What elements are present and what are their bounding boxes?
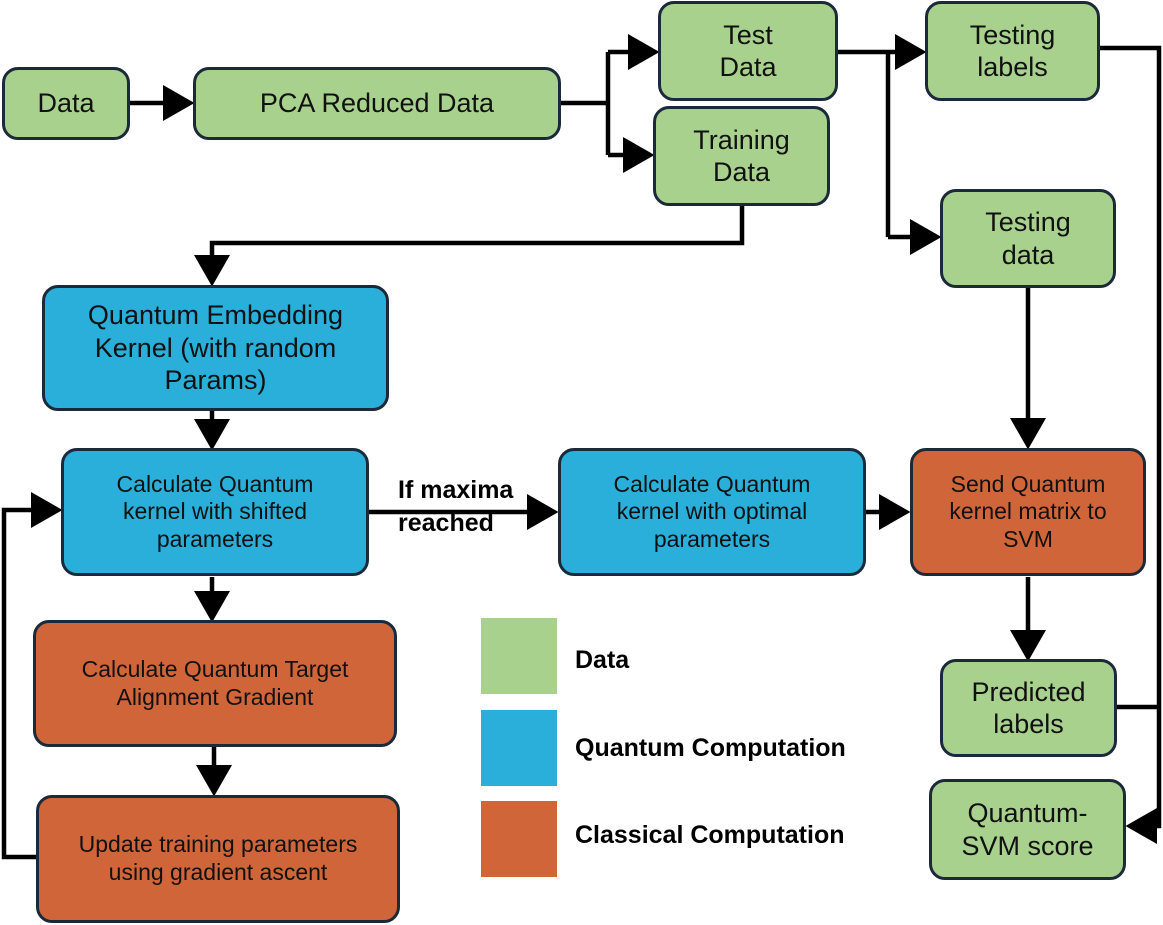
node-update-training-params: Update training parameters using gradien… <box>36 795 400 923</box>
node-quantum-embedding-kernel: Quantum Embedding Kernel (with random Pa… <box>42 285 389 411</box>
node-predicted-labels-label: Predicted labels <box>971 676 1086 739</box>
node-data: Data <box>2 67 130 140</box>
node-send-svm-label: Send Quantum kernel matrix to SVM <box>949 470 1107 552</box>
node-pca-reduced-data: PCA Reduced Data <box>193 67 561 140</box>
node-calc-optimal-label: Calculate Quantum kernel with optimal pa… <box>613 470 811 552</box>
node-svm-score-label: Quantum- SVM score <box>961 798 1094 861</box>
node-send-kernel-to-svm: Send Quantum kernel matrix to SVM <box>910 448 1146 576</box>
arrow-training-to-qek <box>194 205 745 287</box>
node-test-data: Test Data <box>658 1 838 101</box>
legend-swatch-data <box>481 618 557 694</box>
legend-swatch-quantum <box>481 710 557 786</box>
legend-swatch-classical <box>481 801 557 877</box>
node-training-data: Training Data <box>653 106 830 206</box>
node-training-data-label: Training Data <box>693 124 790 187</box>
node-pca-label: PCA Reduced Data <box>259 88 495 119</box>
node-update-params-label: Update training parameters using gradien… <box>78 831 358 885</box>
legend-label-data: Data <box>575 646 630 674</box>
node-testing-labels-label: Testing labels <box>969 19 1056 82</box>
node-testing-data: Testing data <box>940 189 1116 288</box>
edge-label-maxima: If maxima reached <box>398 476 514 537</box>
node-quantum-svm-score: Quantum- SVM score <box>929 779 1126 880</box>
node-testing-labels: Testing labels <box>925 1 1100 101</box>
node-calc-kernel-optimal: Calculate Quantum kernel with optimal pa… <box>558 448 866 576</box>
node-calc-gradient-label: Calculate Quantum Target Alignment Gradi… <box>81 655 349 710</box>
arrow-update-loop <box>1 492 63 860</box>
legend-label-quantum: Quantum Computation <box>575 734 846 762</box>
node-predicted-labels: Predicted labels <box>940 659 1117 757</box>
node-calc-kernel-shifted: Calculate Quantum kernel with shifted pa… <box>61 448 369 576</box>
node-test-data-label: Test Data <box>719 19 777 82</box>
node-calc-shifted-label: Calculate Quantum kernel with shifted pa… <box>116 470 314 552</box>
legend-label-classical: Classical Computation <box>575 821 845 849</box>
node-calc-alignment-gradient: Calculate Quantum Target Alignment Gradi… <box>33 620 397 747</box>
node-qek-label: Quantum Embedding Kernel (with random Pa… <box>87 300 344 396</box>
node-data-label: Data <box>37 88 95 119</box>
node-testing-data-label: Testing data <box>985 207 1071 270</box>
arrow-labels-rail <box>1100 45 1162 844</box>
